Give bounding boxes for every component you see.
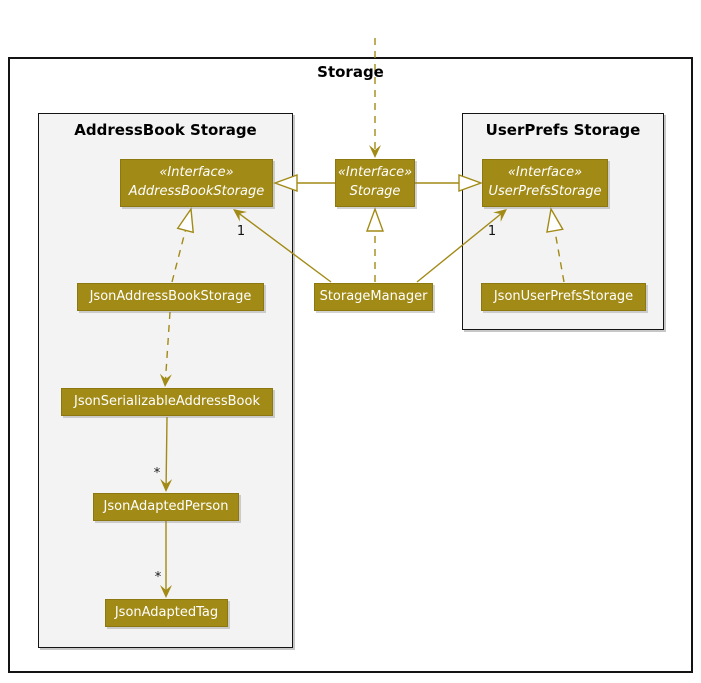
class-name-label: JsonUserPrefsStorage [493, 288, 634, 304]
class-name-label: StorageManager [319, 288, 428, 304]
class-storagemanager: StorageManager [314, 283, 433, 311]
class-name-label: JsonAdaptedPerson [103, 498, 229, 514]
class-name-label: JsonSerializableAddressBook [74, 393, 260, 409]
interface-storage: «Interface» Storage [335, 159, 415, 207]
stereotype-label: «Interface» [337, 165, 413, 181]
stereotype-label: «Interface» [159, 165, 234, 181]
class-name-label: UserPrefsStorage [488, 184, 602, 199]
interface-userprefsstorage: «Interface» UserPrefsStorage [482, 159, 608, 207]
class-name-label: JsonAdaptedTag [114, 604, 219, 620]
class-jsonadaptedtag: JsonAdaptedTag [105, 599, 228, 627]
class-jsonuserprefsstorage: JsonUserPrefsStorage [481, 283, 646, 311]
class-name-label: JsonAddressBookStorage [89, 288, 252, 304]
class-jsonadaptedperson: JsonAdaptedPerson [93, 493, 239, 521]
interface-addressbookstorage: «Interface» AddressBookStorage [120, 159, 273, 207]
class-jsonserializableaddressbook: JsonSerializableAddressBook [61, 388, 273, 416]
class-jsonaddressbookstorage: JsonAddressBookStorage [77, 283, 264, 311]
class-name-label: AddressBookStorage [128, 184, 265, 199]
class-name-label: Storage [349, 184, 401, 199]
stereotype-label: «Interface» [507, 165, 583, 181]
